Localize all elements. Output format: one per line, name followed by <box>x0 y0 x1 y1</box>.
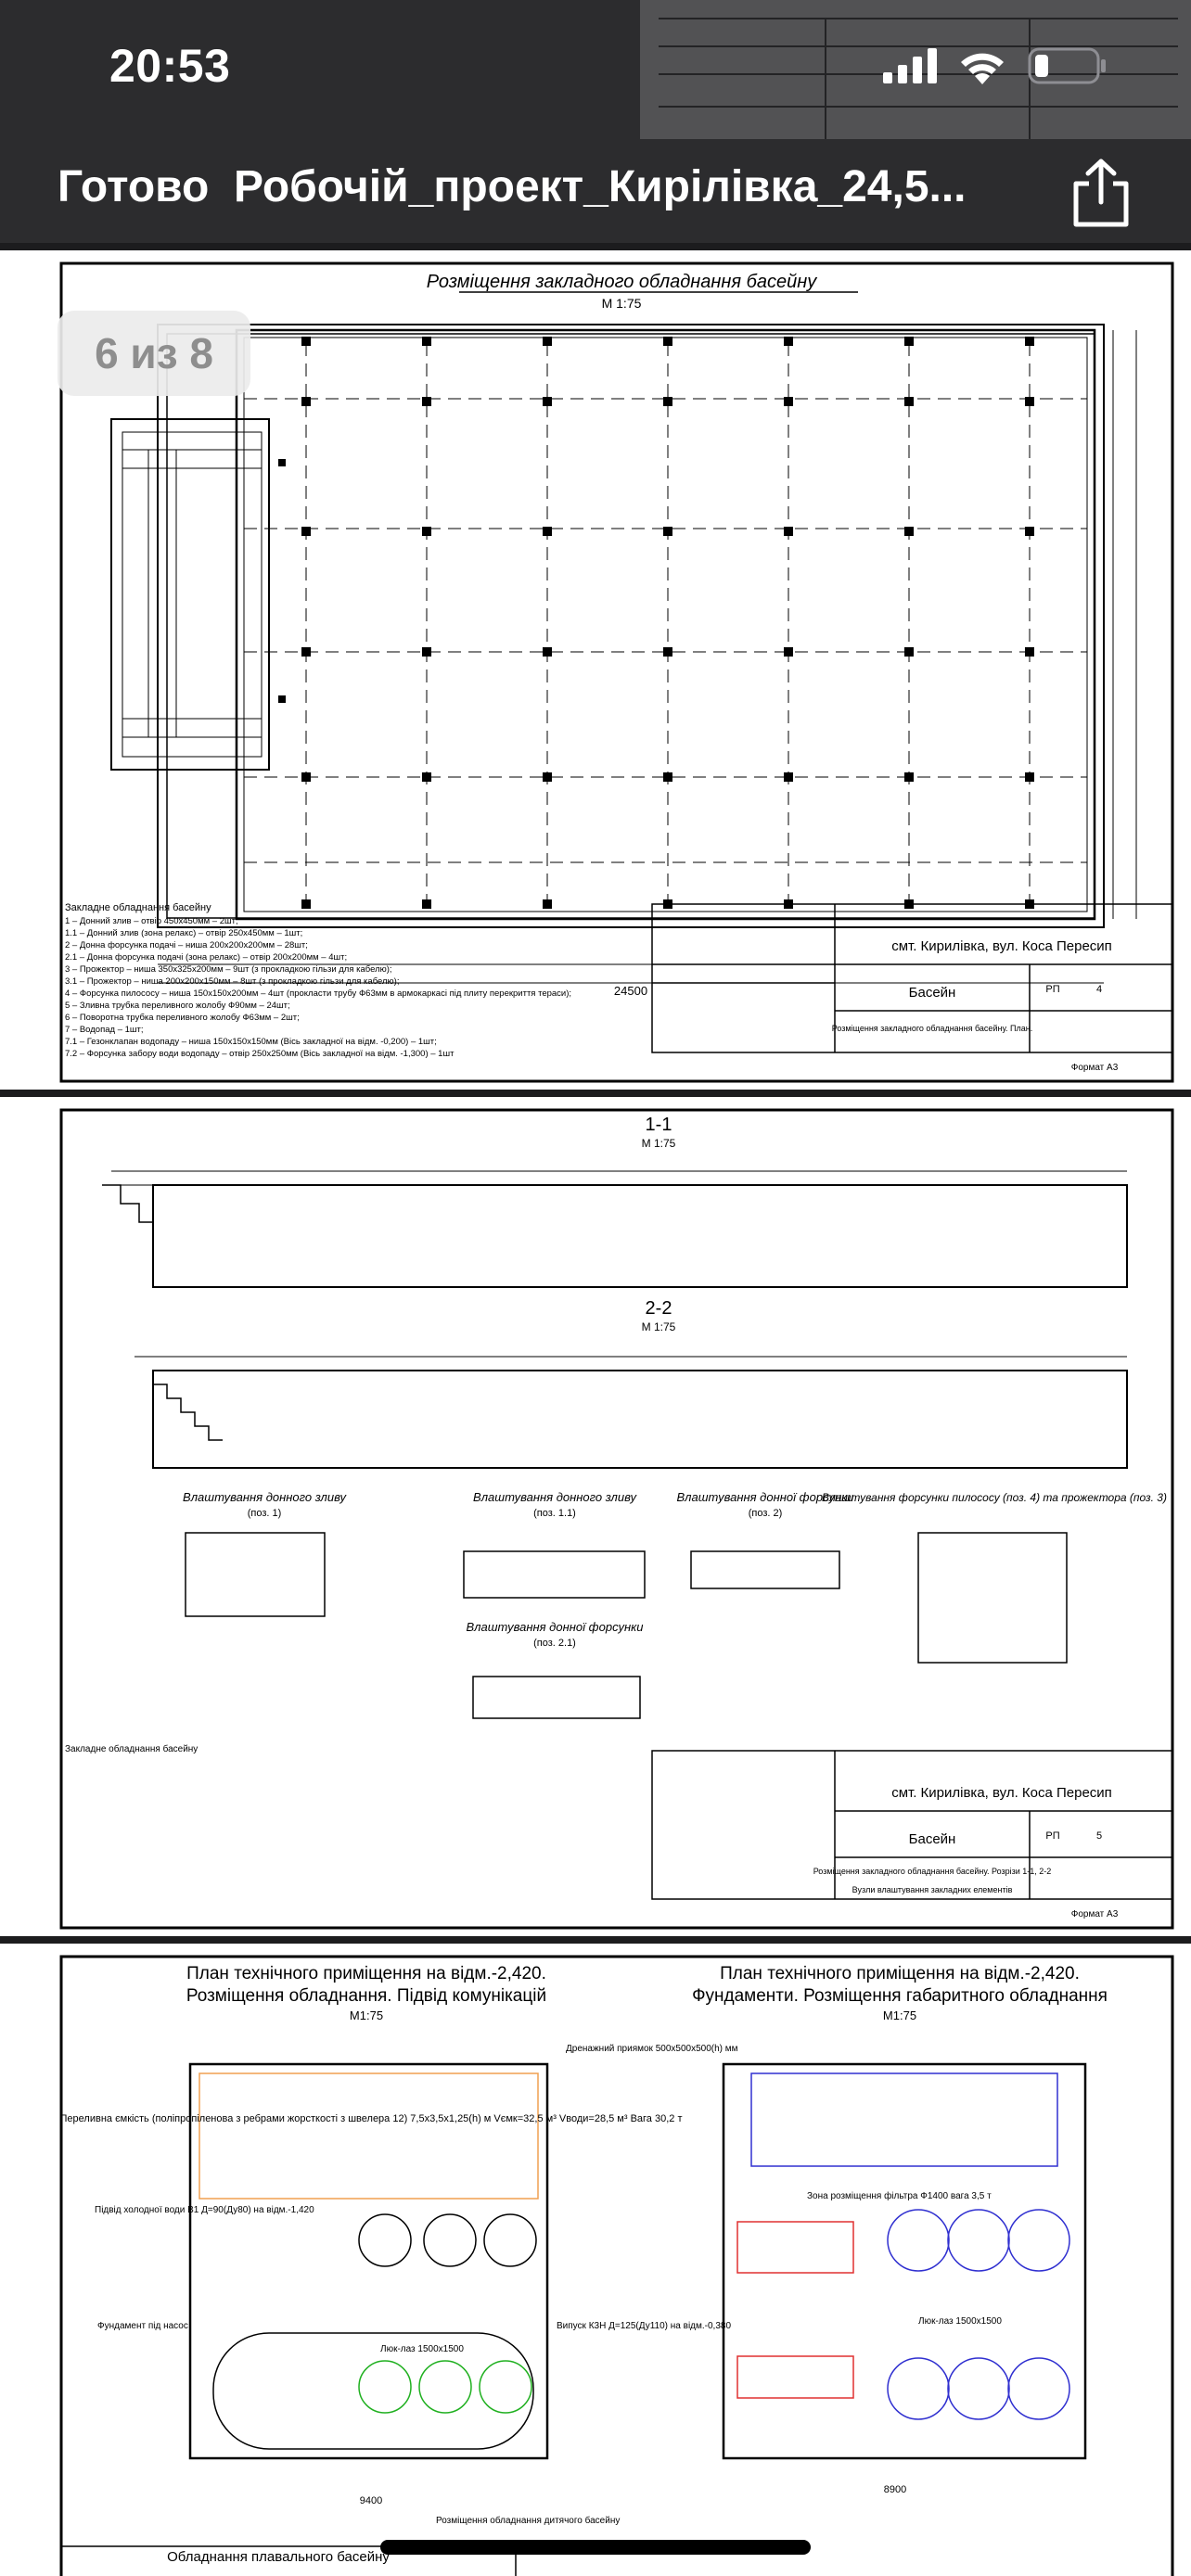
sheet1-note: 3 – Прожектор – ниша 350х325х200мм – 9шт… <box>65 964 392 975</box>
cellular-signal-icon <box>883 48 937 83</box>
detail-title: Влаштування донного зливу <box>473 1490 637 1504</box>
battery-icon <box>1028 47 1106 84</box>
detail-position: (поз. 2) <box>749 1508 783 1519</box>
pdf-page-6[interactable]: Розміщення закладного обладнання басейну… <box>0 250 1191 1090</box>
status-icons <box>883 46 1108 85</box>
filter-zone-label: Зона розміщення фільтра Ф1400 вага 3,5 т <box>807 2190 992 2201</box>
hatch-label-right: Люк-лаз 1500х1500 <box>918 2316 1002 2327</box>
sheet1-stamp-object: Басейн <box>909 985 956 1001</box>
detail-position: (поз. 1.1) <box>533 1508 576 1519</box>
right-plan-title-2: Фундаменти. Розміщення габаритного облад… <box>692 1986 1108 2006</box>
sheet1-stamp-sheet-number: 4 <box>1096 984 1102 995</box>
hatch-label-left: Люк-лаз 1500х1500 <box>380 2344 464 2354</box>
sheet1-note: 5 – Зливна трубка переливного жолобу Ф90… <box>65 1001 290 1011</box>
sheet2-notes-header: Закладне обладнання басейну <box>65 1743 198 1754</box>
drain-pit-label: Дренажний приямок 500х500х500(h) мм <box>566 2044 738 2054</box>
sheet1-note: 7.2 – Форсунка забору води водопаду – от… <box>65 1049 455 1059</box>
detail-position: (поз. 2.1) <box>533 1638 576 1649</box>
share-icon[interactable] <box>1069 158 1133 228</box>
sheet1-title: Розміщення закладного обладнання басейну <box>427 272 818 292</box>
outlet-label-left: Випуск К3Н Д=125(Ду110) на відм.-0,380 <box>557 2321 731 2331</box>
page-counter: 6 из 8 <box>58 311 250 396</box>
sheet1-note: 7 – Водопад – 1шт; <box>65 1025 144 1035</box>
sheet1-stamp-sheet-desc: Розміщення закладного обладнання басейну… <box>832 1024 1033 1033</box>
navigation-bar: Готово Робочій_проект_Кирілівка_24,5... <box>0 158 1191 232</box>
sheet1-note: 4 – Форсунка пилососу – ниша 150х150х200… <box>65 988 571 999</box>
sheet1-stamp-address: смт. Кирилівка, вул. Коса Пересип <box>891 938 1112 954</box>
section-2-2-title: 2-2 <box>646 1298 672 1319</box>
sheet1-note: 7.1 – Гезонклапан водопаду – ниша 150х15… <box>65 1037 437 1047</box>
document-title: Робочій_проект_Кирілівка_24,5... <box>234 162 967 211</box>
left-plan-total-dimension: 9400 <box>360 2495 382 2506</box>
detail-title: Влаштування донної форсунки <box>467 1620 644 1634</box>
sheet2-stamp-stage: РП <box>1045 1830 1059 1842</box>
sheet1-overall-dimension: 24500 <box>614 984 647 998</box>
sheet1-scale: М 1:75 <box>602 296 642 311</box>
left-plan-title-1: План технічного приміщення на відм.-2,42… <box>186 1964 546 1983</box>
sheet2-format: Формат А3 <box>1071 1909 1119 1919</box>
sheet2-stamp-sheet-number: 5 <box>1096 1830 1102 1842</box>
sheet1-note: 3.1 – Прожектор – ниша 200х200х150мм – 8… <box>65 976 399 987</box>
section-2-2-scale: М 1:75 <box>642 1320 676 1333</box>
kids-pool-equipment-label: Розміщення обладнання дитячого басейну <box>436 2515 620 2526</box>
detail-title: Влаштування донної форсунки <box>677 1490 854 1504</box>
home-indicator[interactable] <box>380 2540 811 2555</box>
sheet1-note: 2.1 – Донна форсунка подачі (зона релакс… <box>65 952 347 963</box>
equipment-table-title: Обладнання плавального басейну <box>167 2549 390 2565</box>
sheet1-stamp-stage: РП <box>1045 984 1059 995</box>
detail-position: (поз. 1) <box>248 1508 282 1519</box>
cold-water-label: Підвід холодної води В1 Д=90(Ду80) на ві… <box>95 2205 314 2215</box>
overflow-tank-label: Переливна ємкість (поліпропіленова з реб… <box>60 2113 683 2124</box>
right-plan-scale: М1:75 <box>883 2009 916 2022</box>
sheet1-notes-header: Закладне обладнання басейну <box>65 902 211 913</box>
section-1-1-title: 1-1 <box>646 1115 672 1135</box>
section-1-1-scale: М 1:75 <box>642 1137 676 1150</box>
sheet1-note: 2 – Донна форсунка подачі – ниша 200х200… <box>65 940 308 950</box>
detail-title: Влаштування донного зливу <box>183 1490 347 1504</box>
status-time: 20:53 <box>109 40 231 92</box>
pump-foundation-label: Фундамент під насос <box>97 2321 188 2331</box>
left-plan-scale: М1:75 <box>350 2009 383 2022</box>
right-plan-total-dimension: 8900 <box>884 2484 906 2495</box>
top-bar: 20:53 Готово Робочій_проект_Кирілівка_24… <box>0 0 1191 243</box>
sheet1-note: 6 – Поворотна трубка переливного жолобу … <box>65 1013 300 1023</box>
right-plan-title-1: План технічного приміщення на відм.-2,42… <box>720 1964 1080 1983</box>
sheet2-stamp-address: смт. Кирилівка, вул. Коса Пересип <box>891 1785 1112 1801</box>
left-plan-title-2: Розміщення обладнання. Підвід комунікаці… <box>186 1986 546 2006</box>
pdf-page-7[interactable]: 1-1 М 1:75 2-2 М 1:75 Влаштування донног… <box>0 1097 1191 1936</box>
pdf-page-8[interactable]: План технічного приміщення на відм.-2,42… <box>0 1944 1191 2576</box>
sheet1-note: 1.1 – Донний злив (зона релакс) – отвір … <box>65 928 302 938</box>
detail-title: Влаштування форсунки пилососу (поз. 4) т… <box>822 1491 1167 1504</box>
wifi-icon <box>961 53 1004 84</box>
sheet2-stamp-sheet-desc: Розміщення закладного обладнання басейну… <box>813 1867 1052 1876</box>
done-button[interactable]: Готово <box>58 162 210 211</box>
sheet1-note: 1 – Донний злив – отвір 450х450мм – 2шт; <box>65 916 238 926</box>
sheet2-stamp-object: Басейн <box>909 1831 956 1847</box>
sheet2-stamp-sheet-desc-2: Вузли влаштування закладних елементів <box>852 1885 1013 1894</box>
sheet1-format: Формат А3 <box>1071 1063 1119 1073</box>
